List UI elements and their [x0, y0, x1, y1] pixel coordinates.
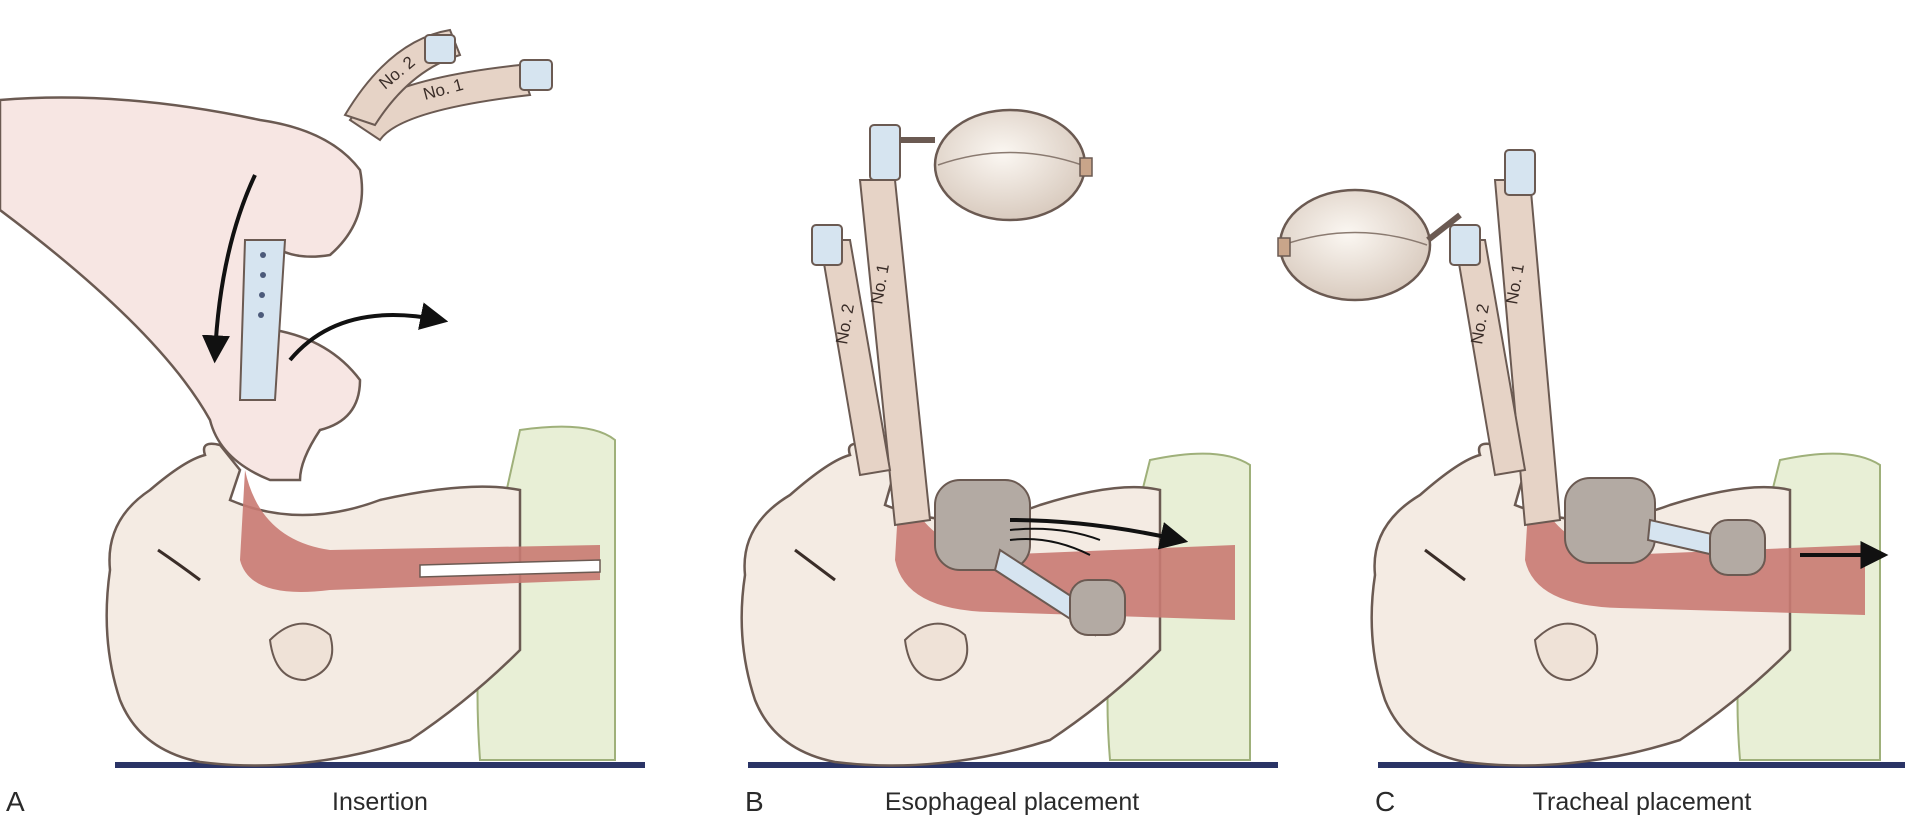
table-line-a	[115, 762, 645, 768]
panel-b: No. 2 No. 1	[742, 110, 1278, 768]
panel-a: No. 2 No. 1	[0, 30, 645, 768]
caption-tracheal: Tracheal placement	[1533, 788, 1752, 817]
caption-insertion: Insertion	[332, 788, 428, 817]
proximal-cuff-b	[935, 480, 1030, 570]
table-line-b	[748, 762, 1278, 768]
operator-arm-a	[0, 98, 362, 481]
panel-letter-b: B	[745, 786, 764, 818]
caption-esophageal: Esophageal placement	[885, 788, 1139, 817]
panel-c: No. 2 No. 1	[1278, 150, 1905, 768]
bag-valve-c	[1278, 190, 1460, 300]
proximal-cuff-c	[1565, 478, 1655, 563]
patient-head-a	[107, 444, 520, 766]
panel-letter-a: A	[6, 786, 25, 818]
distal-cuff-b	[1070, 580, 1125, 635]
bag-valve-b	[935, 110, 1092, 220]
table-line-c	[1378, 762, 1905, 768]
distal-cuff-c	[1710, 520, 1765, 575]
panel-letter-c: C	[1375, 786, 1395, 818]
